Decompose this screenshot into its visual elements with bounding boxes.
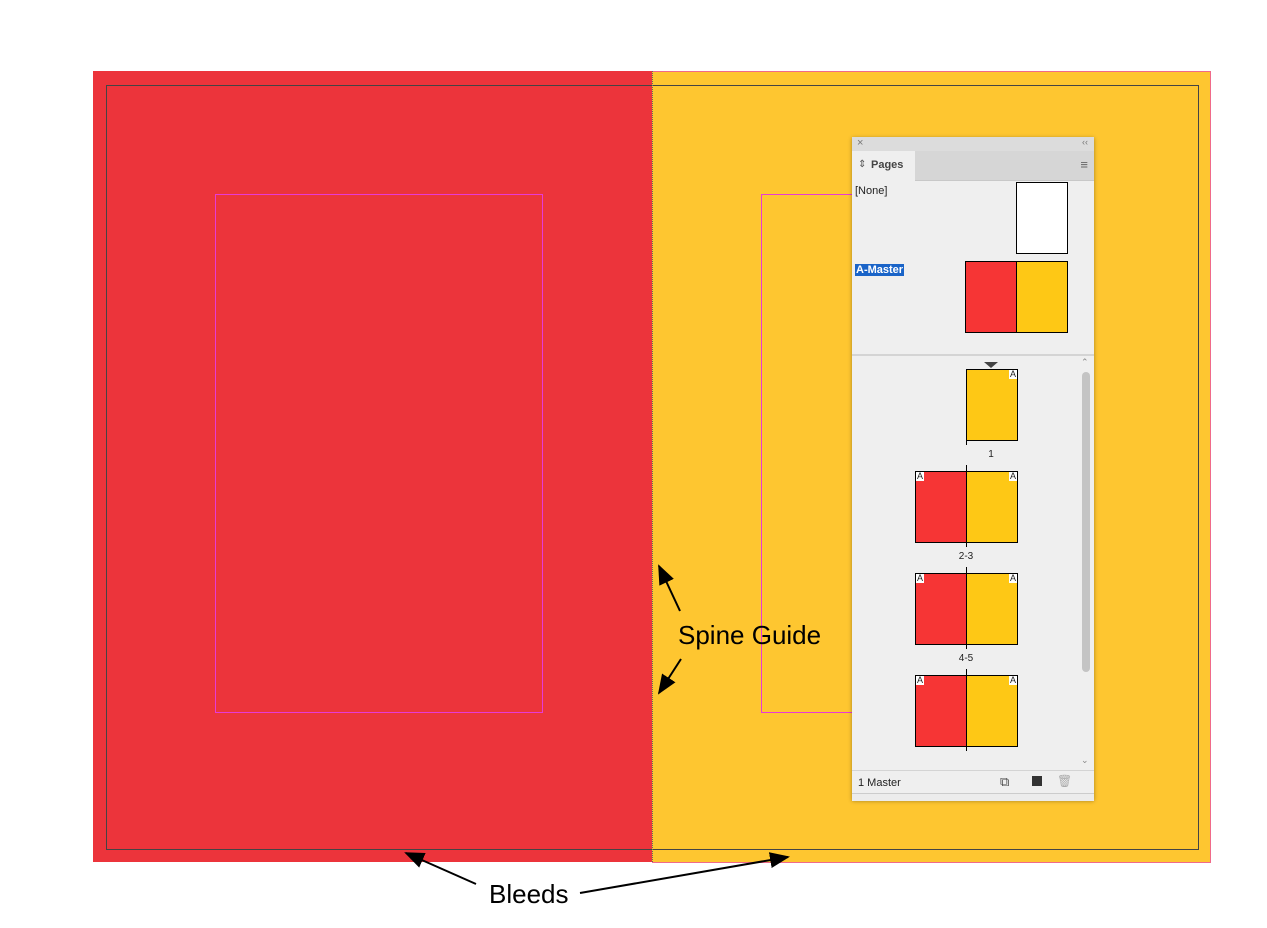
- collapse-icon[interactable]: ‹‹: [1082, 137, 1088, 147]
- insert-marker-icon: [984, 362, 998, 368]
- edit-page-size-icon[interactable]: ⧉: [1000, 774, 1010, 789]
- bleed-arrow-right: [579, 852, 790, 894]
- bleeds-annotation: Bleeds: [489, 879, 569, 909]
- panel-footer: 1 Master ⧉ 🗑: [852, 770, 1094, 794]
- spine-guide: [652, 71, 653, 862]
- master-none-label[interactable]: [None]: [855, 185, 888, 197]
- left-margin-guide: [215, 194, 543, 713]
- new-page-icon[interactable]: [1032, 776, 1042, 786]
- resize-grip[interactable]: [852, 793, 1094, 801]
- bleed-arrow-left: [404, 852, 477, 885]
- page-1-thumb[interactable]: A: [966, 369, 1018, 441]
- scrollbar-thumb[interactable]: [1082, 372, 1090, 672]
- page-4-thumb[interactable]: A: [915, 573, 967, 645]
- panel-menu-icon[interactable]: ≡: [1080, 157, 1088, 172]
- panel-divider[interactable]: [852, 354, 1094, 356]
- master-a-left-thumb[interactable]: [965, 261, 1017, 333]
- left-page-red: [93, 71, 652, 862]
- master-none-thumb[interactable]: [1016, 182, 1068, 254]
- trash-icon[interactable]: 🗑: [1057, 774, 1073, 788]
- spine-arrow-down: [657, 658, 682, 695]
- spine-arrow-up: [658, 564, 681, 612]
- page-3-thumb[interactable]: A: [966, 471, 1018, 543]
- master-a-right-thumb[interactable]: [1016, 261, 1068, 333]
- panel-titlebar: × ‹‹: [852, 137, 1094, 151]
- sort-arrows-icon: ⇕: [858, 159, 867, 170]
- close-icon[interactable]: ×: [857, 137, 864, 149]
- pages-panel: × ‹‹ ⇕ Pages ≡ [None] A-Master A 1 A A 2…: [852, 137, 1094, 801]
- page-2-thumb[interactable]: A: [915, 471, 967, 543]
- scroll-up-icon[interactable]: ⌃: [1081, 357, 1089, 367]
- master-a-label[interactable]: A-Master: [855, 264, 905, 276]
- spine-guide-annotation: Spine Guide: [678, 620, 822, 650]
- tab-pages[interactable]: ⇕ Pages: [852, 151, 915, 181]
- page-5-thumb[interactable]: A: [966, 573, 1018, 645]
- page-7-thumb[interactable]: A: [966, 675, 1018, 747]
- scroll-down-icon[interactable]: ⌄: [1081, 755, 1089, 765]
